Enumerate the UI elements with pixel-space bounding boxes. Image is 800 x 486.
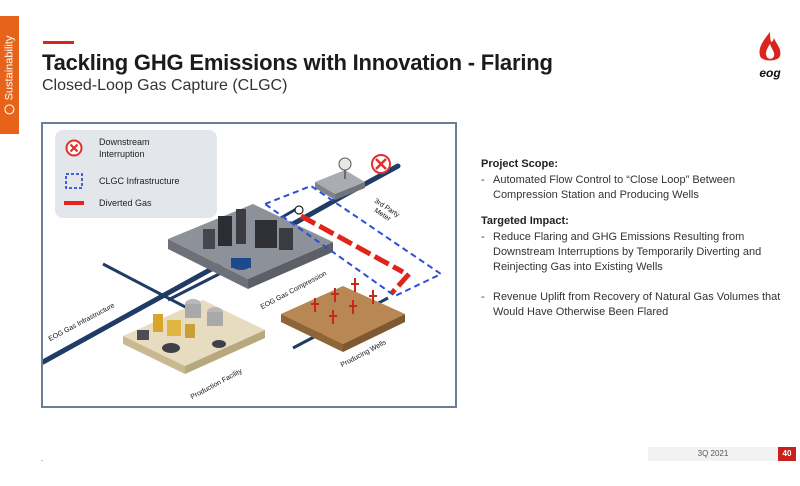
downstream-interruption-marker (371, 154, 391, 174)
legend-label: Downstream Interruption (99, 137, 150, 159)
legend-item-downstream-interruption: Downstream Interruption (63, 136, 179, 160)
targeted-impact-bullet: - Reduce Flaring and GHG Emissions Resul… (481, 230, 781, 275)
producing-wells-pad (281, 278, 405, 352)
footer-marker (41, 460, 43, 461)
legend-label: CLGC Infrastructure (99, 176, 180, 186)
leaf-icon (4, 104, 15, 115)
eog-gas-infrastructure-pipeline (43, 163, 401, 365)
legend-item-diverted-gas: Diverted Gas (63, 194, 152, 212)
third-party-meter (315, 157, 365, 200)
project-scope-heading: Project Scope: (481, 158, 559, 170)
logo-wordmark: eog (759, 66, 781, 80)
targeted-impact-heading: Targeted Impact: (481, 215, 569, 227)
diverted-gas-flow (299, 213, 411, 296)
diagram-legend: Downstream Interruption CLGC Infrastruct… (55, 130, 217, 218)
page-subtitle: Closed-Loop Gas Capture (CLGC) (42, 77, 288, 94)
valve-icon (294, 205, 304, 215)
clgc-infrastructure-boundary (262, 184, 444, 298)
red-arrow-icon (63, 194, 85, 212)
project-scope-bullet: - Automated Flow Control to “Close Loop”… (481, 173, 781, 203)
page-title: Tackling GHG Emissions with Innovation -… (42, 50, 553, 75)
project-details: Project Scope: - Automated Flow Control … (481, 158, 781, 320)
bullet-text: Automated Flow Control to “Close Loop” B… (493, 174, 736, 201)
sustainability-side-tab[interactable]: Sustainability (0, 16, 19, 134)
footer-period: 3Q 2021 (648, 447, 778, 461)
side-tab-label: Sustainability (3, 35, 16, 101)
bullet-text: Revenue Uplift from Recovery of Natural … (493, 291, 781, 318)
page-number: 40 (778, 447, 796, 461)
eog-flame-logo-icon (759, 32, 781, 61)
bullet-text: Reduce Flaring and GHG Emissions Resulti… (493, 231, 762, 273)
legend-item-clgc-infrastructure: CLGC Infrastructure (63, 172, 180, 190)
title-accent-bar (43, 41, 74, 44)
dashed-box-icon (63, 172, 85, 190)
targeted-impact-bullet: - Revenue Uplift from Recovery of Natura… (481, 291, 781, 318)
legend-label: Diverted Gas (99, 198, 152, 208)
production-facility (123, 299, 265, 374)
clgc-diagram: Downstream Interruption CLGC Infrastruct… (41, 122, 457, 408)
clgc-illustration (43, 154, 444, 374)
x-circle-icon (63, 139, 85, 157)
